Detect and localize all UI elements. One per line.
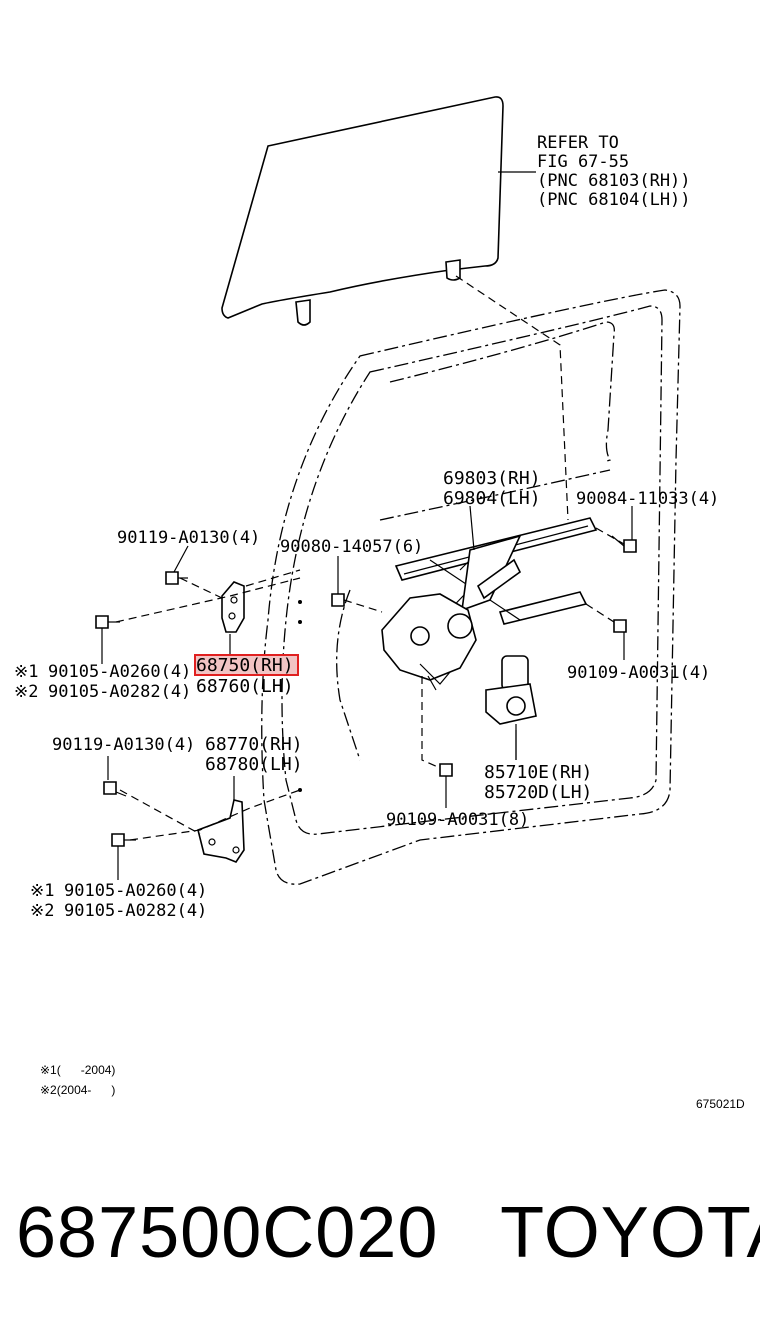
label-90084: 90084-11033(4) — [576, 489, 719, 509]
label-90119-top: 90119-A0130(4) — [117, 528, 260, 548]
label-69803: 69803(RH) — [443, 468, 541, 489]
label-90119-bottom: 90119-A0130(4) — [52, 735, 195, 755]
figure-code: 675021D — [696, 1097, 745, 1111]
note-2: ※2(2004- ) — [40, 1083, 115, 1097]
label-69804: 69804(LH) — [443, 488, 541, 509]
label-85710: 85710E(RH) — [484, 762, 592, 783]
label-68780: 68780(LH) — [205, 754, 303, 775]
label-68750-highlighted[interactable]: 68750(RH) — [196, 655, 294, 676]
label-90105-a0282-top: 90105-A0282(4) — [48, 682, 191, 702]
leader-lines — [101, 171, 633, 880]
door-frame — [261, 289, 681, 885]
glass-to-regulator-dashed-line — [455, 275, 569, 521]
highlight-box — [194, 654, 299, 676]
lower-hinge — [197, 799, 245, 863]
part-number: 687500C020 — [16, 1193, 439, 1273]
label-90105-a0282-bottom: 90105-A0282(4) — [64, 901, 207, 921]
brand-name: TOYOTA — [500, 1193, 760, 1273]
footer-caption: 687500C020 TOYOTA — [16, 1188, 760, 1278]
refer-line-2: FIG 67-55 — [537, 152, 629, 172]
label-90105-a0260-top: 90105-A0260(4) — [48, 662, 191, 682]
mark-2-bottom: ※2 — [30, 901, 54, 921]
window-glass — [221, 96, 504, 326]
label-90080: 90080-14057(6) — [280, 537, 423, 557]
label-90109-bottom: 90109-A0031(8) — [386, 810, 529, 830]
note-1: ※1( -2004) — [40, 1063, 115, 1077]
mark-2-top: ※2 — [14, 682, 38, 702]
upper-hinge — [221, 581, 245, 633]
refer-line-4: (PNC 68104(LH)) — [537, 190, 691, 210]
window-regulator — [381, 517, 598, 760]
assembly-lines — [115, 527, 625, 841]
bolts — [95, 535, 637, 847]
refer-line-3: (PNC 68103(RH)) — [537, 171, 691, 191]
label-90105-a0260-bottom: 90105-A0260(4) — [64, 881, 207, 901]
refer-line-1: REFER TO — [537, 133, 619, 153]
label-68770: 68770(RH) — [205, 734, 303, 755]
mark-1-bottom: ※1 — [30, 881, 54, 901]
label-85720: 85720D(LH) — [484, 782, 592, 803]
label-90109-right: 90109-A0031(4) — [567, 663, 710, 683]
label-68760: 68760(LH) — [196, 676, 294, 697]
mark-1-top: ※1 — [14, 662, 38, 682]
